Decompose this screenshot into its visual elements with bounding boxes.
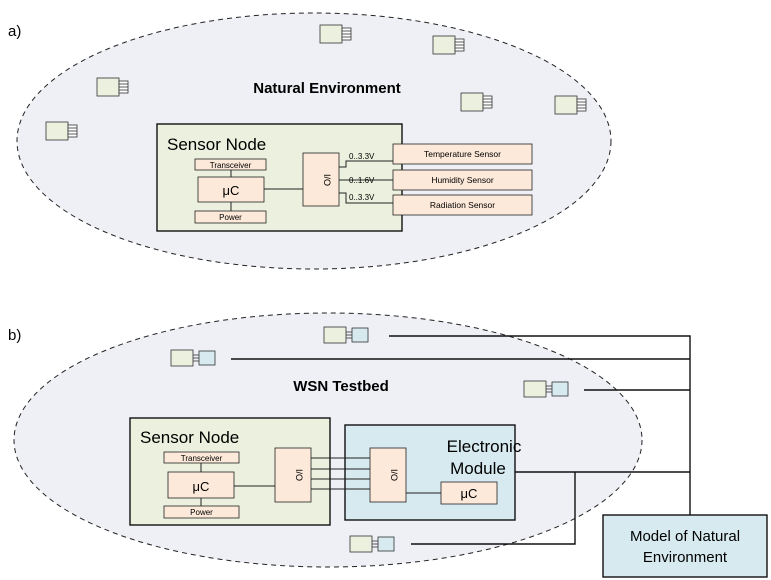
panel-a: a) Natural Environment Sensor Node Trans…	[8, 12, 612, 270]
panel-b-letter: b)	[8, 327, 21, 344]
power-block	[163, 505, 240, 519]
temperature-sensor-label: Temperature Sensor	[424, 149, 501, 159]
natural-environment-title: Natural Environment	[253, 80, 401, 97]
io-block	[274, 447, 312, 503]
sensor-node-title: Sensor Node	[167, 135, 266, 154]
transceiver-label: Transceiver	[210, 161, 252, 170]
model-title-line1: Model of Natural	[630, 528, 740, 545]
sensor-node-icon	[45, 121, 78, 141]
io-label: I/O	[322, 174, 332, 186]
power-label: Power	[219, 213, 242, 222]
sensor-node-icon	[554, 95, 587, 115]
sensor-node-adapter-icon	[170, 349, 216, 367]
radiation-sensor-label: Radiation Sensor	[430, 200, 495, 210]
electronic-module-title-line1: Electronic	[447, 437, 522, 456]
sensor-node-title: Sensor Node	[140, 428, 239, 447]
sensor-node-adapter-icon	[523, 380, 569, 398]
electronic-module-box: Electronic Module I/O μC	[344, 424, 522, 521]
sensor-node-icon	[96, 77, 129, 97]
electronic-module-title-line2: Module	[450, 459, 506, 478]
voltage-label: 0..1.6V	[349, 176, 375, 185]
temperature-sensor	[392, 143, 533, 165]
wsn-testbed-title: WSN Testbed	[293, 378, 389, 395]
io-label: I/O	[294, 469, 304, 481]
sensor-node-icon	[432, 35, 465, 55]
sensor-node-icon	[319, 24, 352, 44]
humidity-sensor-label: Humidity Sensor	[431, 175, 494, 185]
transceiver-block	[163, 451, 240, 464]
model-title-line2: Environment	[643, 549, 728, 566]
power-label: Power	[190, 508, 213, 517]
voltage-label: 0..3.3V	[349, 193, 375, 202]
module-io-block	[369, 447, 407, 503]
sensor-node-box-b: Sensor Node Transceiver μC Power I/O	[129, 417, 331, 526]
panel-b: b) WSN Testbed Sensor Node Transceiver μ…	[8, 312, 768, 578]
sensor-node-adapter-icon	[349, 535, 395, 553]
sensor-node-box: Sensor Node Transceiver μC Power I/O	[156, 123, 403, 232]
model-natural-environment-box: Model of Natural Environment	[602, 514, 768, 578]
humidity-sensor	[392, 169, 533, 191]
panel-a-letter: a)	[8, 23, 21, 40]
voltage-label: 0..3.3V	[349, 152, 375, 161]
mcu-label: μC	[193, 479, 210, 494]
transceiver-label: Transceiver	[181, 454, 223, 463]
sensor-node-icon	[460, 92, 493, 112]
sensor-node-adapter-icon	[323, 326, 369, 344]
mcu-block	[167, 471, 235, 499]
mcu-block	[197, 176, 265, 203]
radiation-sensor	[392, 194, 533, 216]
transceiver-block	[194, 158, 267, 171]
power-block	[194, 210, 267, 224]
mcu-label: μC	[223, 183, 240, 198]
module-io-label: I/O	[389, 469, 399, 481]
io-block	[302, 152, 340, 207]
module-mcu-label: μC	[461, 486, 478, 501]
module-mcu-block	[440, 481, 498, 505]
